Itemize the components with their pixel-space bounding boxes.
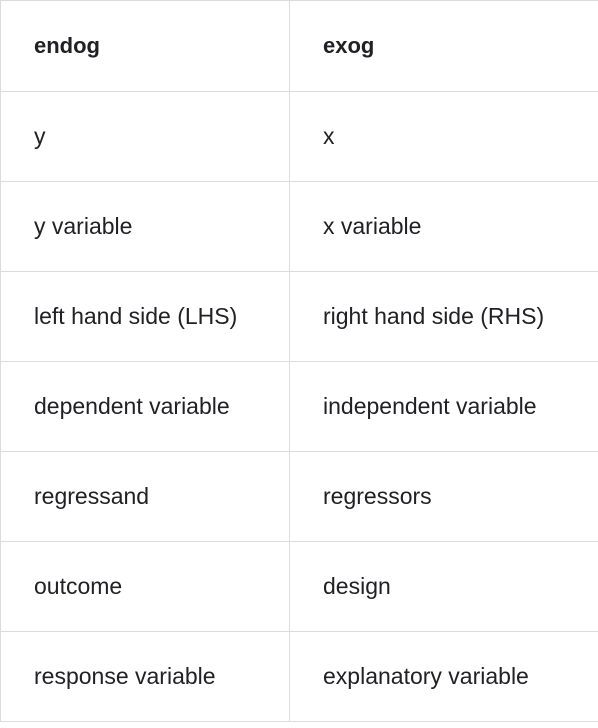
table-cell-endog: y xyxy=(0,91,290,182)
table-cell-endog: response variable xyxy=(0,631,290,722)
table-row: regressand regressors xyxy=(0,451,598,542)
table-cell-exog: independent variable xyxy=(289,361,598,452)
table-cell-exog: explanatory variable xyxy=(289,631,598,722)
table-header-row: endog exog xyxy=(0,0,598,92)
table-row: y variable x variable xyxy=(0,181,598,272)
table-row: y x xyxy=(0,91,598,182)
table-cell-exog: x variable xyxy=(289,181,598,272)
table-cell-exog: x xyxy=(289,91,598,182)
table-cell-endog: regressand xyxy=(0,451,290,542)
table-cell-endog: dependent variable xyxy=(0,361,290,452)
column-header-exog: exog xyxy=(289,0,598,92)
table-cell-endog: y variable xyxy=(0,181,290,272)
table-cell-exog: regressors xyxy=(289,451,598,542)
table-row: outcome design xyxy=(0,541,598,632)
column-header-endog: endog xyxy=(0,0,290,92)
table-cell-exog: design xyxy=(289,541,598,632)
table-cell-exog: right hand side (RHS) xyxy=(289,271,598,362)
table-row: left hand side (LHS) right hand side (RH… xyxy=(0,271,598,362)
table-row: response variable explanatory variable xyxy=(0,631,598,722)
table-cell-endog: outcome xyxy=(0,541,290,632)
table-cell-endog: left hand side (LHS) xyxy=(0,271,290,362)
table-row: dependent variable independent variable xyxy=(0,361,598,452)
